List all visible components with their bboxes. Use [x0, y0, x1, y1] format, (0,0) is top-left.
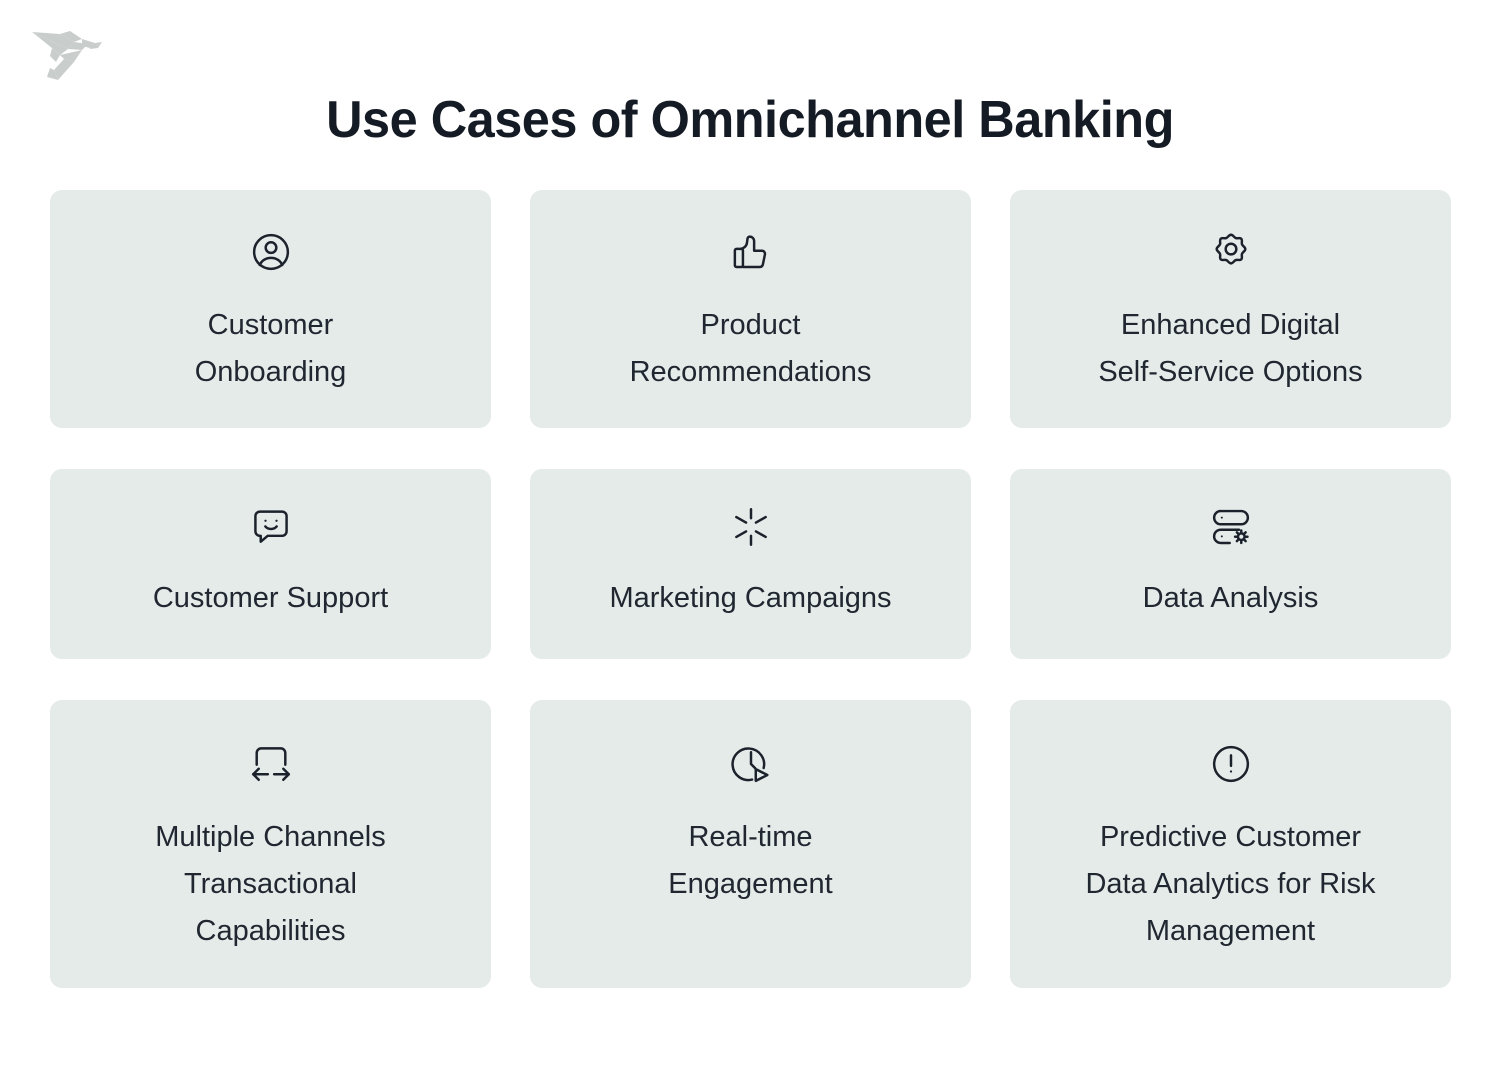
card-customer-onboarding[interactable]: Customer Onboarding [50, 190, 491, 428]
clock-play-icon [723, 736, 779, 792]
card-predictive-customer-data-analytics-for-risk-management[interactable]: Predictive Customer Data Analytics for R… [1010, 700, 1451, 988]
chat-smile-icon [243, 499, 299, 555]
card-product-recommendations[interactable]: Product Recommendations [530, 190, 971, 428]
card-data-analysis[interactable]: Data Analysis [1010, 469, 1451, 659]
card-multiple-channels-transactional-capabilities[interactable]: Multiple Channels Transactional Capabili… [50, 700, 491, 988]
use-case-grid: Customer Onboarding Product Recommendati… [50, 190, 1451, 988]
card-label: Multiple Channels Transactional Capabili… [155, 821, 386, 947]
card-customer-support[interactable]: Customer Support [50, 469, 491, 659]
user-circle-icon [243, 224, 299, 280]
card-label: Customer Support [152, 582, 389, 614]
arrows-exchange-icon [243, 736, 299, 792]
card-label: Real-time Engagement [668, 821, 833, 900]
origami-bird-logo [30, 22, 114, 84]
card-label: Enhanced Digital Self-Service Options [1098, 309, 1363, 388]
card-label: Customer Onboarding [194, 309, 347, 388]
card-label: Marketing Campaigns [609, 582, 892, 614]
card-label: Product Recommendations [629, 309, 872, 388]
server-gear-icon [1203, 499, 1259, 555]
sparkle-burst-icon [723, 499, 779, 555]
card-enhanced-digital-self-service-options[interactable]: Enhanced Digital Self-Service Options [1010, 190, 1451, 428]
card-label: Data Analysis [1142, 582, 1319, 614]
page-title: Use Cases of Omnichannel Banking [326, 90, 1174, 149]
card-real-time-engagement[interactable]: Real-time Engagement [530, 700, 971, 988]
card-label: Predictive Customer Data Analytics for R… [1085, 821, 1376, 947]
thumbs-up-icon [723, 224, 779, 280]
gear-icon [1203, 224, 1259, 280]
card-marketing-campaigns[interactable]: Marketing Campaigns [530, 469, 971, 659]
alert-circle-icon [1203, 736, 1259, 792]
